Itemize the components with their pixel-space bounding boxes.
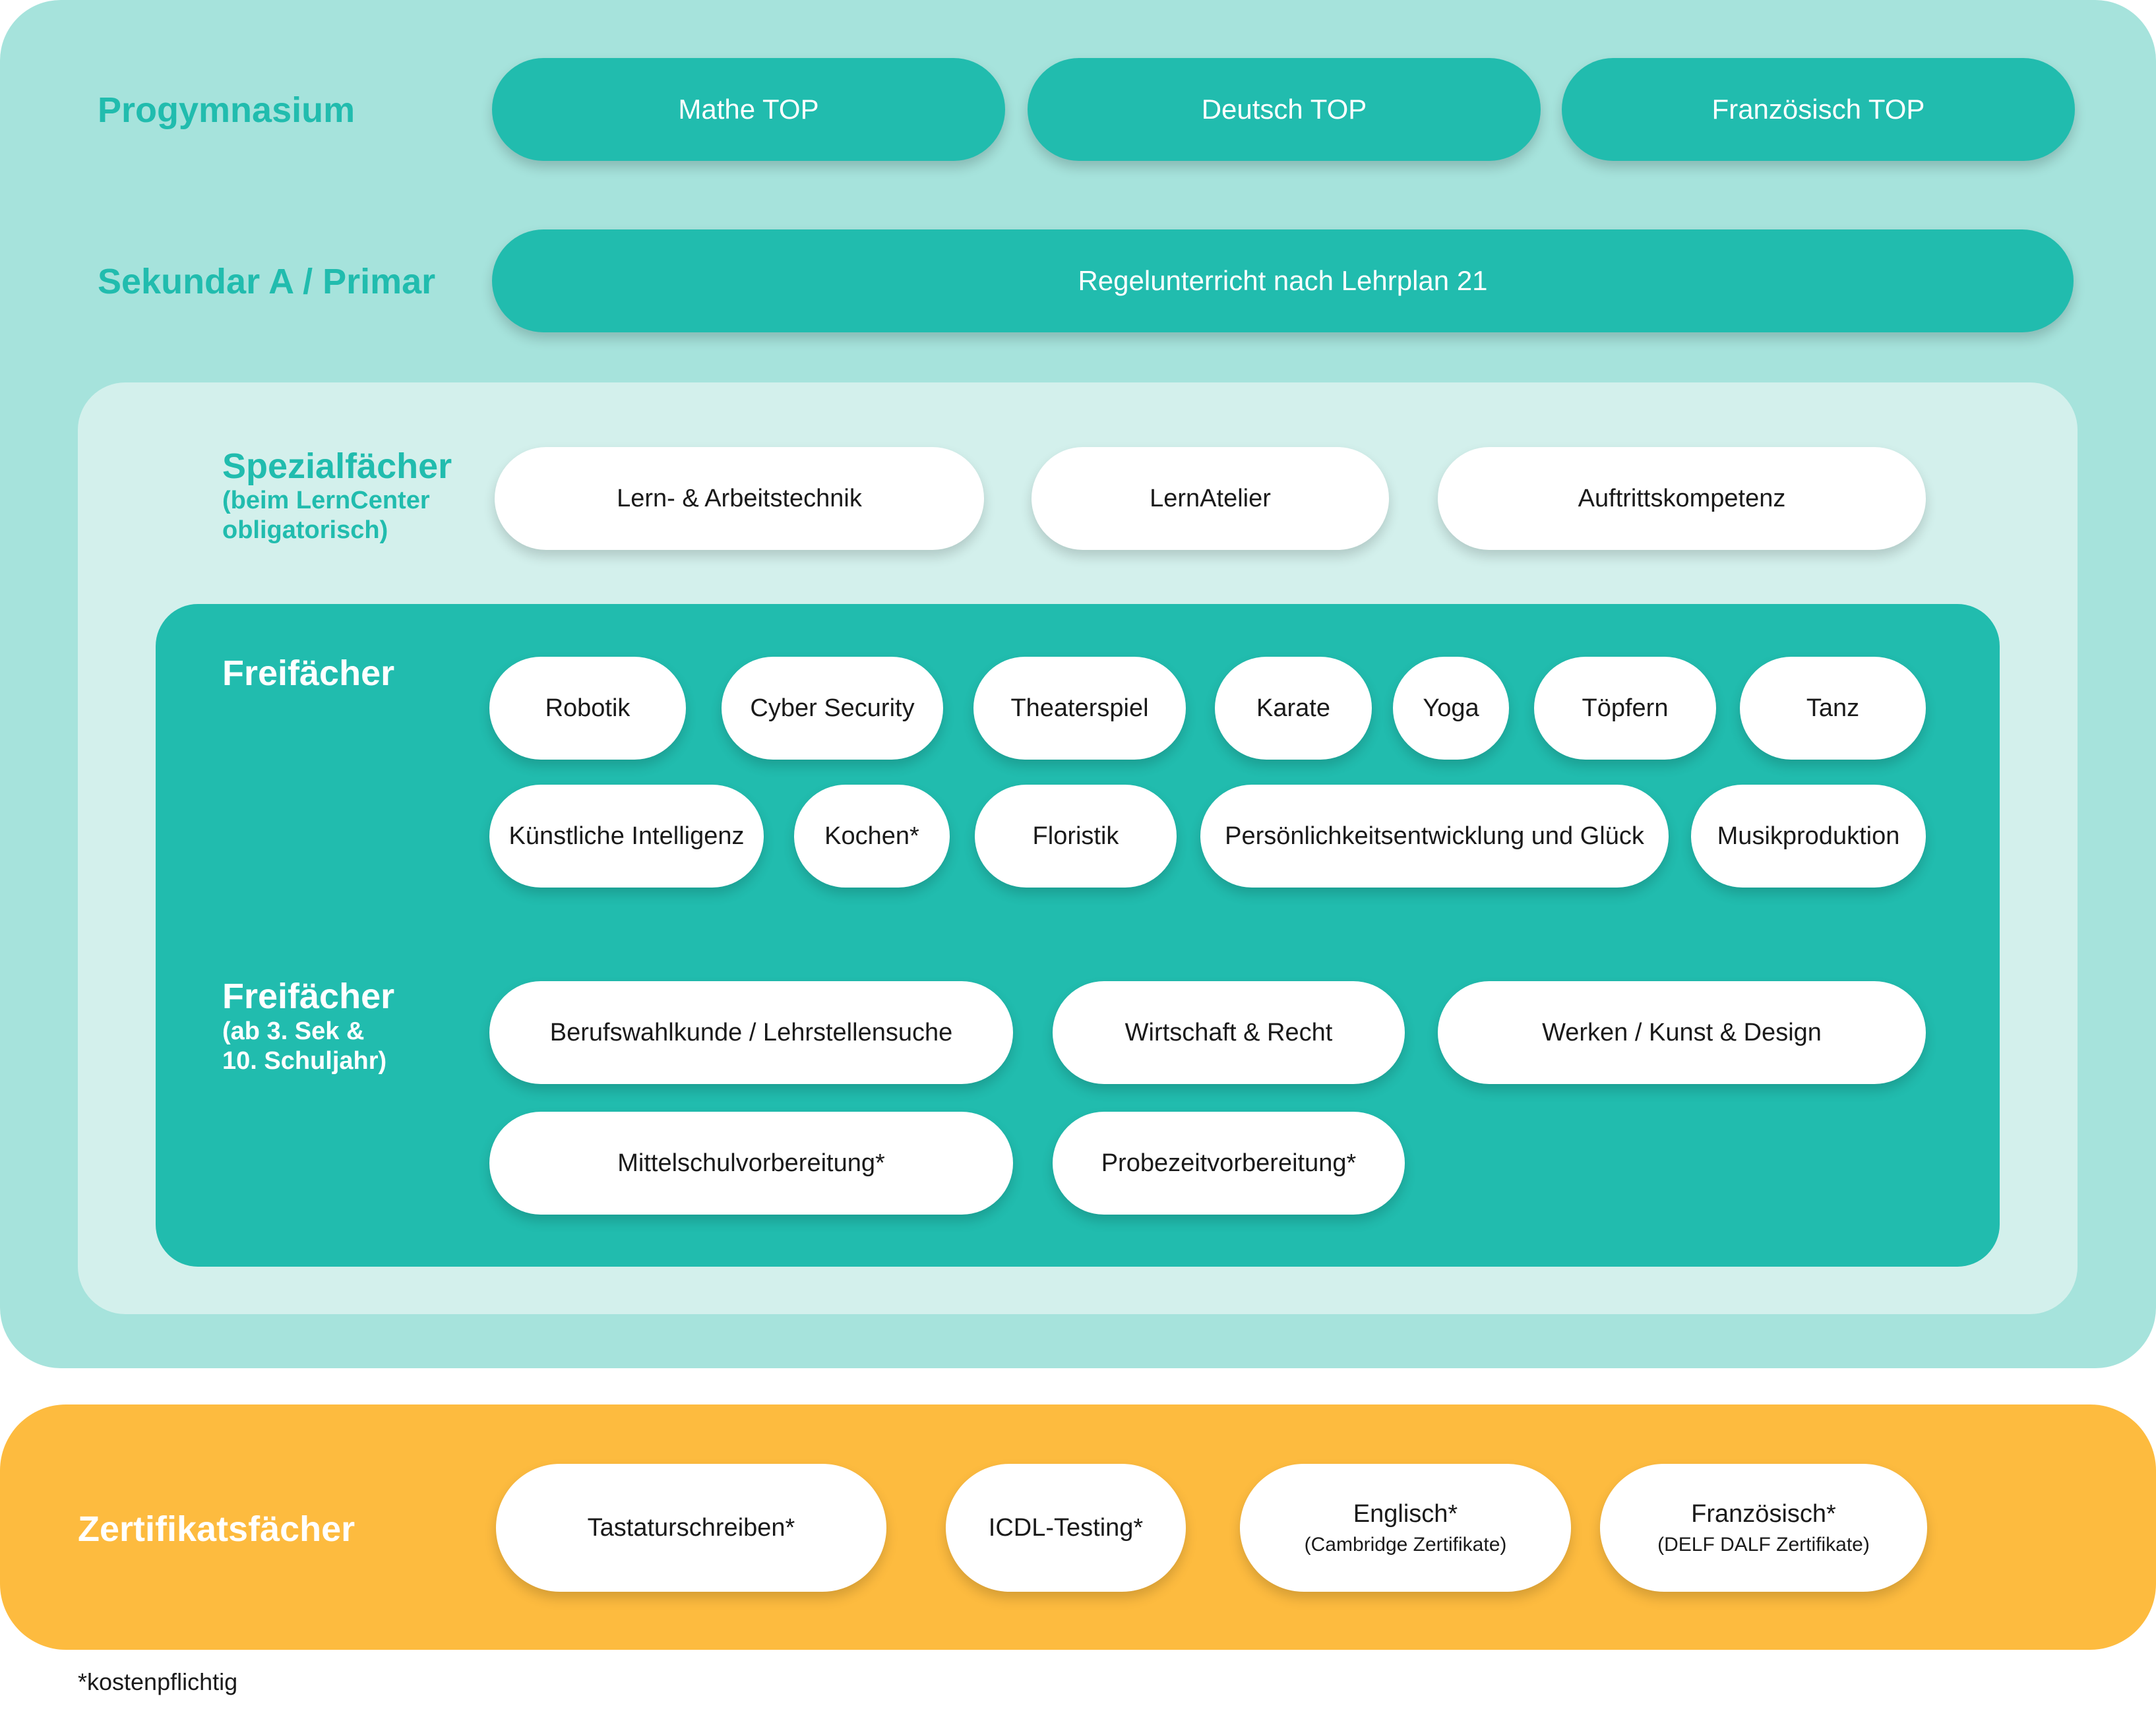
spezialfaecher-label: Spezialfächer [222, 446, 452, 486]
course-pill-tastaturschreiben: Tastaturschreiben* [496, 1464, 886, 1592]
freifaecher-sek-note-line2: 10. Schuljahr) [222, 1047, 387, 1075]
course-pill-kuenstliche-intelligenz: Künstliche Intelligenz [489, 785, 764, 888]
course-pill-berufswahlkunde: Berufswahlkunde / Lehrstellensuche [489, 981, 1013, 1084]
freifaecher-label: Freifächer [222, 653, 395, 693]
course-title: ICDL-Testing* [988, 1513, 1144, 1542]
sekundar-label: Sekundar A / Primar [98, 262, 436, 301]
course-pill-lern-arbeitstechnik: Lern- & Arbeitstechnik [495, 447, 984, 550]
spezialfaecher-note-line2: obligatorisch) [222, 516, 388, 544]
course-pill-cyber-security: Cyber Security [722, 657, 943, 760]
course-pill-musikproduktion: Musikproduktion [1691, 785, 1926, 888]
footnote: *kostenpflichtig [78, 1668, 238, 1695]
course-pill-mittelschulvorbereitung: Mittelschulvorbereitung* [489, 1112, 1013, 1215]
course-pill-icdl-testing: ICDL-Testing* [946, 1464, 1186, 1592]
course-pill-regelunterricht: Regelunterricht nach Lehrplan 21 [492, 229, 2074, 332]
course-pill-wirtschaft-recht: Wirtschaft & Recht [1053, 981, 1405, 1084]
course-pill-toepfern: Töpfern [1534, 657, 1716, 760]
course-title: Französisch* [1691, 1499, 1836, 1528]
course-pill-yoga: Yoga [1393, 657, 1509, 760]
course-pill-franzoesisch-zertifikat: Französisch* (DELF DALF Zertifikate) [1600, 1464, 1927, 1592]
course-pill-lernatelier: LernAtelier [1032, 447, 1389, 550]
course-pill-floristik: Floristik [975, 785, 1177, 888]
course-pill-theaterspiel: Theaterspiel [973, 657, 1186, 760]
course-pill-persoenlichkeitsentwicklung: Persönlichkeitsentwicklung und Glück [1200, 785, 1669, 888]
course-pill-deutsch-top: Deutsch TOP [1028, 58, 1541, 161]
course-title: Englisch* [1353, 1499, 1458, 1528]
spezialfaecher-note-line1: (beim LernCenter [222, 487, 430, 514]
course-pill-tanz: Tanz [1740, 657, 1926, 760]
course-pill-kochen: Kochen* [794, 785, 950, 888]
course-pill-werken-kunst-design: Werken / Kunst & Design [1438, 981, 1926, 1084]
course-title: Tastaturschreiben* [587, 1513, 795, 1542]
freifaecher-sek-label: Freifächer [222, 977, 395, 1016]
course-pill-auftrittskompetenz: Auftrittskompetenz [1438, 447, 1926, 550]
course-subtitle: (Cambridge Zertifikate) [1304, 1533, 1507, 1555]
freifaecher-sek-note-line1: (ab 3. Sek & [222, 1017, 365, 1045]
course-pill-probezeitvorbereitung: Probezeitvorbereitung* [1053, 1112, 1405, 1215]
zertifikatsfaecher-label: Zertifikatsfächer [78, 1509, 355, 1549]
course-pill-englisch: Englisch* (Cambridge Zertifikate) [1240, 1464, 1571, 1592]
course-subtitle: (DELF DALF Zertifikate) [1657, 1533, 1870, 1555]
progymnasium-label: Progymnasium [98, 90, 355, 130]
course-pill-franzoesisch-top: Französisch TOP [1562, 58, 2075, 161]
course-pill-mathe-top: Mathe TOP [492, 58, 1005, 161]
course-pill-robotik: Robotik [489, 657, 686, 760]
course-pill-karate: Karate [1215, 657, 1372, 760]
